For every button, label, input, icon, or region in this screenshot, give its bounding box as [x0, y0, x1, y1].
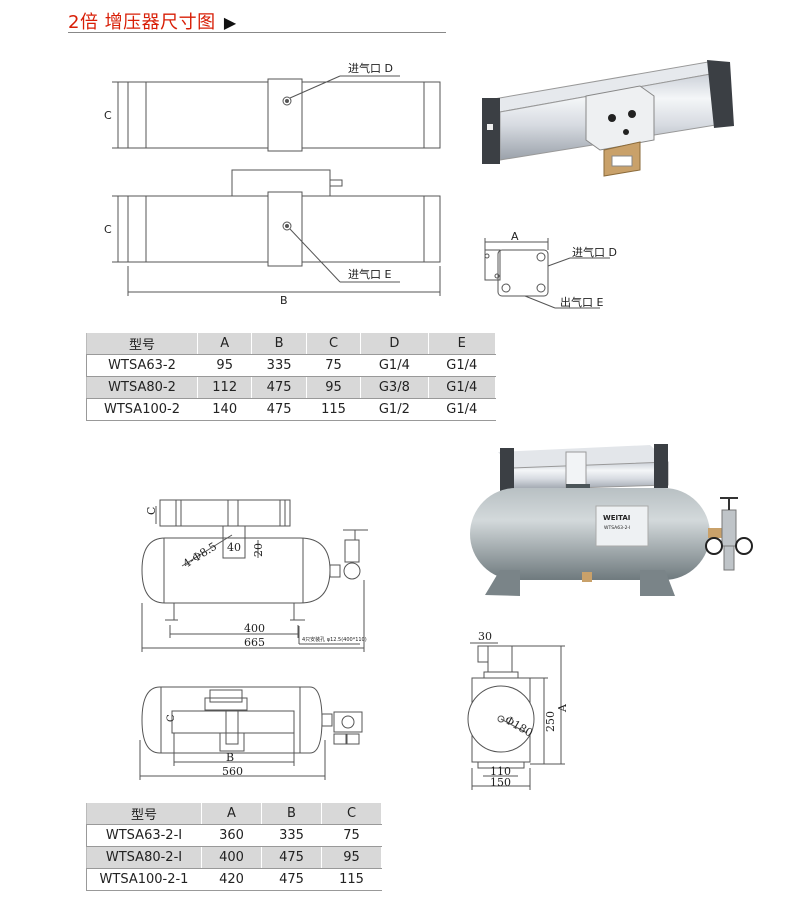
table-header-row: 型号 A B C: [86, 803, 382, 825]
dim-c-label: C: [166, 714, 177, 722]
cell: G3/8: [360, 376, 429, 399]
dim-150-label: 150: [490, 776, 511, 789]
cell: 75: [321, 824, 382, 847]
inlet-e-label: 进气口 E: [348, 267, 391, 281]
cell: G1/4: [427, 398, 497, 421]
mount-holes-label: 4-Φ8.5: [181, 540, 219, 571]
header-cell: A: [196, 333, 253, 355]
tank-end-view: [467, 642, 565, 790]
cell: 115: [305, 398, 362, 421]
cell: G1/2: [360, 398, 429, 421]
header-cell: B: [261, 803, 322, 825]
cell: 112: [196, 376, 253, 399]
cell: WTSA63-2: [86, 354, 198, 377]
cell: G1/4: [427, 376, 497, 399]
dim-a-label: A: [556, 703, 569, 713]
cell: 75: [305, 354, 362, 377]
tank-photo: WEITAI WTSA63-2-I: [470, 444, 753, 596]
cell: 95: [321, 846, 382, 869]
cell: WTSA80-2-I: [86, 846, 202, 869]
inlet-d-label: 进气口 D: [348, 61, 393, 75]
dim-c-label: C: [104, 223, 112, 236]
header-cell: D: [360, 333, 429, 355]
header-cell: B: [251, 333, 307, 355]
title-underline: [68, 32, 446, 33]
cell: WTSA63-2-I: [86, 824, 202, 847]
cell: WTSA80-2: [86, 376, 198, 399]
dim-250-label: 250: [544, 711, 557, 732]
cell: 475: [261, 868, 322, 891]
cell: 420: [201, 868, 262, 891]
booster-drawing-top: [112, 75, 441, 152]
tank-top-drawing: [139, 686, 363, 780]
dim-560-label: 560: [222, 765, 243, 778]
cell: 335: [251, 354, 307, 377]
dim-c-label: C: [104, 109, 112, 122]
header-cell: C: [305, 333, 362, 355]
cell: G1/4: [360, 354, 429, 377]
mount-note: 4只安装孔 φ12.5(400*110): [302, 636, 367, 643]
model-label: WTSA63-2-I: [604, 525, 630, 531]
cell: 400: [201, 846, 262, 869]
tank-side-drawing: [141, 499, 368, 652]
cell: 335: [261, 824, 322, 847]
dim-30-label: 30: [478, 630, 492, 643]
triangle-arrow-icon: ▶: [223, 13, 237, 32]
dim-20-label: 20: [252, 543, 265, 557]
cell: 475: [251, 376, 307, 399]
dim-b-label: B: [226, 751, 234, 764]
dim-a-label: A: [511, 230, 519, 243]
header-cell: 型号: [86, 333, 198, 355]
cell: 95: [305, 376, 362, 399]
cell: 475: [261, 846, 322, 869]
dim-40-label: 40: [227, 541, 241, 554]
cell: 95: [196, 354, 253, 377]
section-title: 2倍 增压器尺寸图 ▶: [68, 8, 237, 34]
brand-label: WEITAI: [603, 514, 630, 522]
cell: WTSA100-2-1: [86, 868, 202, 891]
cell: 115: [321, 868, 382, 891]
header-cell: C: [321, 803, 382, 825]
header-cell: A: [201, 803, 262, 825]
dim-c-label: C: [145, 507, 158, 515]
cell: G1/4: [427, 354, 497, 377]
booster-drawing-bottom: [112, 169, 441, 296]
title-text: 2倍 增压器尺寸图: [68, 12, 216, 33]
port-end-view: [484, 238, 610, 309]
header-cell: 型号: [86, 803, 202, 825]
table-header-row: 型号 A B C D E: [86, 333, 497, 355]
cell: 475: [251, 398, 307, 421]
dim-400-label: 400: [244, 622, 265, 635]
booster-photo: [482, 60, 734, 177]
cell: WTSA100-2: [86, 398, 198, 421]
dim-b-label: B: [280, 294, 288, 307]
outlet-e-label: 出气口 E: [560, 295, 603, 309]
cell: 140: [196, 398, 253, 421]
dim-665-label: 665: [244, 636, 265, 649]
cell: 360: [201, 824, 262, 847]
inlet-d-label: 进气口 D: [572, 245, 617, 259]
header-cell: E: [427, 333, 497, 355]
dim-110-label: 110: [490, 765, 511, 778]
